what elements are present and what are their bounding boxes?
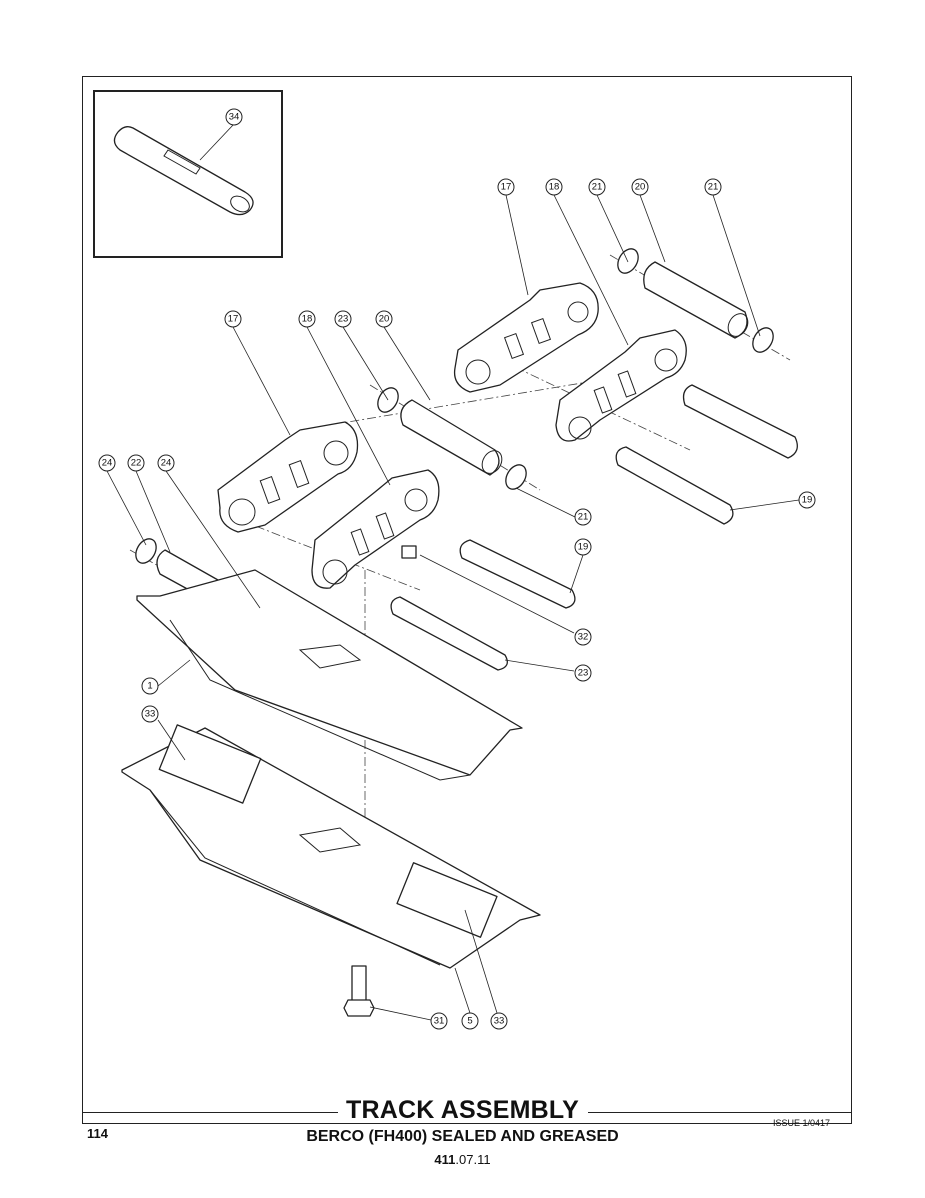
callout-5: 5: [461, 1012, 479, 1030]
svg-text:22: 22: [131, 458, 142, 469]
callout-1: 1: [141, 677, 159, 695]
callout-33-lower: 33: [490, 1012, 508, 1030]
svg-text:21: 21: [708, 182, 719, 193]
track-bolt: [343, 965, 375, 1017]
callout-17-upper: 17: [497, 178, 515, 196]
callout-18-upper: 18: [545, 178, 563, 196]
callout-21-lower: 21: [574, 508, 592, 526]
svg-text:24: 24: [102, 458, 113, 469]
page-number: 114: [87, 1126, 108, 1141]
callout-33-upper: 33: [141, 705, 159, 723]
title-rule-right: [588, 1112, 852, 1113]
svg-text:19: 19: [578, 542, 589, 553]
callout-32: 32: [574, 628, 592, 646]
track-shoe-grouser: [121, 724, 541, 969]
svg-text:20: 20: [635, 182, 646, 193]
master-pin-detail: [113, 126, 254, 216]
section-reference: 411.07.11: [434, 1152, 491, 1167]
svg-text:1: 1: [147, 681, 152, 692]
track-shoe-plate: [136, 569, 523, 781]
callout-34: 34: [225, 108, 243, 126]
svg-text:33: 33: [494, 1016, 505, 1027]
svg-text:23: 23: [338, 314, 349, 325]
svg-text:18: 18: [302, 314, 313, 325]
callout-23-lower: 23: [574, 664, 592, 682]
svg-text:24: 24: [161, 458, 172, 469]
svg-text:19: 19: [802, 495, 813, 506]
svg-text:18: 18: [549, 182, 560, 193]
page-subtitle: BERCO (FH400) SEALED AND GREASED: [306, 1128, 619, 1145]
pin-detail-inset: [93, 90, 283, 258]
callout-20-lower: 20: [375, 310, 393, 328]
drawing-frame: [82, 76, 852, 1124]
svg-text:5: 5: [467, 1016, 472, 1027]
lower-link-pair: [217, 421, 440, 589]
page-title: TRACK ASSEMBLY: [346, 1096, 579, 1124]
svg-text:33: 33: [145, 709, 156, 720]
leader-lines: [106, 123, 800, 1021]
svg-text:17: 17: [501, 182, 512, 193]
svg-text:20: 20: [379, 314, 390, 325]
callout-19-right: 19: [798, 491, 816, 509]
svg-text:23: 23: [578, 668, 589, 679]
callout-20-upper: 20: [631, 178, 649, 196]
callout-23-upper: 23: [334, 310, 352, 328]
svg-text:21: 21: [578, 512, 589, 523]
callout-21-upper-left: 21: [588, 178, 606, 196]
callout-18-lower: 18: [298, 310, 316, 328]
title-rule-left: [82, 1112, 338, 1113]
upper-link-pair: [453, 282, 687, 442]
callout-24-right: 24: [157, 454, 175, 472]
svg-text:32: 32: [578, 632, 589, 643]
callout-22: 22: [127, 454, 145, 472]
callout-31: 31: [430, 1012, 448, 1030]
callout-17-lower: 17: [224, 310, 242, 328]
svg-text:21: 21: [592, 182, 603, 193]
callout-21-upper-right: 21: [704, 178, 722, 196]
callout-24-left: 24: [98, 454, 116, 472]
issue-label: ISSUE 1/0417: [773, 1118, 831, 1128]
svg-text:34: 34: [229, 112, 240, 123]
svg-text:17: 17: [228, 314, 239, 325]
svg-text:31: 31: [434, 1016, 445, 1027]
callout-19-lower: 19: [574, 538, 592, 556]
